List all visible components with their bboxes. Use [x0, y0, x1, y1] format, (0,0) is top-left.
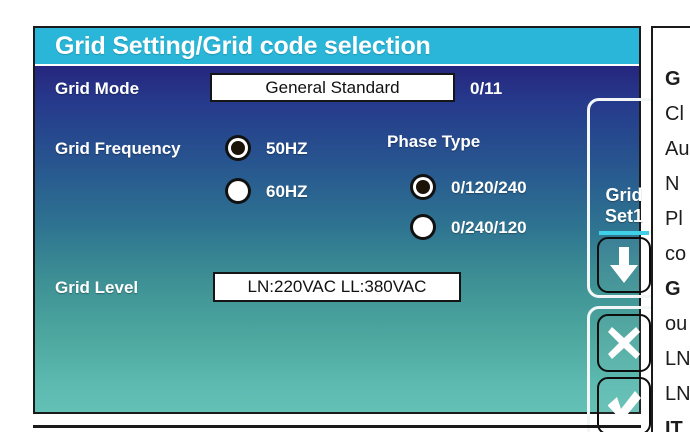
- side-text-line: G: [665, 278, 681, 300]
- radio-ring: [413, 217, 433, 237]
- side-text-line: N: [665, 173, 680, 195]
- radio-label-0-120-240: 0/120/240: [451, 178, 527, 197]
- radio-dot: [416, 180, 430, 194]
- grid-level-value[interactable]: LN:220VAC LL:380VAC: [213, 272, 461, 302]
- cancel-button[interactable]: [597, 314, 651, 372]
- grid-mode-label: Grid Mode: [55, 79, 140, 98]
- page-title: Grid Setting/Grid code selection: [55, 31, 431, 60]
- check-icon: [605, 389, 643, 423]
- side-text-line: IT: [665, 418, 683, 432]
- grid-set-label: Grid Set1: [590, 185, 658, 227]
- close-x-icon: [606, 325, 642, 361]
- grid-set-line-1: Grid: [605, 185, 643, 205]
- action-button-group: [587, 306, 661, 432]
- side-text-line: ou: [665, 313, 688, 335]
- side-text-line: Cl: [665, 103, 684, 125]
- radio-ring: [413, 177, 433, 197]
- grid-set-line-2: Set1: [604, 206, 644, 226]
- side-text-line: Pl: [665, 208, 683, 230]
- grid-mode-value[interactable]: General Standard: [210, 73, 455, 102]
- radio-label-50hz: 50HZ: [266, 139, 308, 158]
- radio-phase-type-0-240-120[interactable]: [410, 214, 436, 240]
- radio-ring: [228, 181, 248, 201]
- title-bar: Grid Setting/Grid code selection: [35, 28, 639, 64]
- side-text-line: G: [665, 68, 681, 90]
- grid-set-button-group: Grid Set1: [587, 98, 661, 298]
- phase-type-label: Phase Type: [387, 132, 481, 151]
- radio-phase-type-0-120-240[interactable]: [410, 174, 436, 200]
- radio-label-0-240-120: 0/240/120: [451, 218, 527, 237]
- scroll-down-button[interactable]: [597, 237, 651, 293]
- arrow-down-icon: [607, 245, 641, 285]
- radio-dot: [231, 141, 245, 155]
- confirm-button[interactable]: [597, 377, 651, 432]
- bottom-divider: [33, 425, 641, 428]
- side-text-line: Au: [665, 138, 690, 160]
- radio-label-60hz: 60HZ: [266, 182, 308, 201]
- side-text-line: co: [665, 243, 687, 265]
- panel-body: Grid Mode General Standard 0/11 Grid Fre…: [35, 66, 661, 432]
- grid-level-label: Grid Level: [55, 278, 139, 297]
- grid-set-divider: [599, 231, 649, 235]
- radio-ring: [228, 138, 248, 158]
- side-text-line: LN: [665, 348, 690, 370]
- radio-grid-frequency-60hz[interactable]: [225, 178, 251, 204]
- device-settings-panel: Grid Setting/Grid code selection Grid Mo…: [33, 26, 661, 432]
- grid-frequency-label: Grid Frequency: [55, 139, 181, 158]
- radio-grid-frequency-50hz[interactable]: [225, 135, 251, 161]
- side-text-line: LN: [665, 383, 690, 405]
- grid-mode-counter: 0/11: [470, 79, 503, 98]
